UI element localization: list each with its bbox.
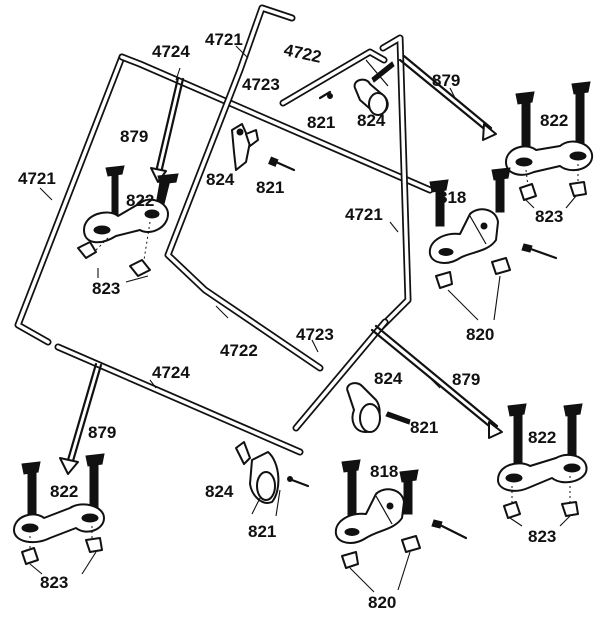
bracket-818-upper [428, 167, 558, 289]
label-824-upper-right: 824 [357, 111, 386, 130]
rod-879-upper-left [150, 76, 185, 183]
label-4722-middle: 4722 [220, 341, 258, 360]
label-824-lower-center: 824 [374, 369, 403, 388]
pulley-824-upper-right [353, 59, 389, 116]
label-4721-middle-top: 4721 [205, 30, 243, 49]
label-4721-right: 4721 [345, 205, 383, 224]
label-822-lower-left: 822 [50, 482, 78, 501]
hardware [231, 59, 411, 504]
bolt-821-lower-left [287, 476, 310, 488]
label-4721-left: 4721 [18, 169, 56, 188]
label-4724-top: 4724 [152, 42, 190, 61]
tube-4721-left [14, 53, 126, 346]
label-879-lower-left: 879 [88, 423, 116, 442]
clamp-lower-right [497, 403, 588, 519]
tube-4724-top [118, 53, 434, 194]
clamp-upper-left [77, 165, 179, 277]
bracket-818-lower [334, 459, 468, 569]
label-818-upper: 818 [438, 188, 466, 207]
pulley-824-lower-left [235, 441, 280, 504]
label-823-lower-left: 823 [40, 573, 68, 592]
tube-4721-right [376, 34, 412, 332]
clamp-upper-right [505, 81, 594, 201]
rod-879-lower-left [59, 362, 103, 475]
tube-4723-upper [279, 48, 388, 107]
tube-4724-lower [54, 343, 304, 456]
frame-tubes [14, 4, 434, 456]
label-822-upper-right: 822 [540, 111, 568, 130]
bolt-821-lower-center [385, 411, 411, 425]
label-821-upper-center: 821 [256, 178, 284, 197]
label-4723-lower: 4723 [296, 325, 334, 344]
label-823-lower-right: 823 [528, 527, 556, 546]
label-820-upper: 820 [466, 325, 494, 344]
clip-824-upper [231, 123, 259, 171]
label-822-upper-left: 822 [126, 191, 154, 210]
label-818-lower: 818 [370, 462, 398, 481]
label-821-lower-center: 821 [410, 418, 438, 437]
leader-lines [29, 45, 577, 593]
label-823-upper-left: 823 [92, 279, 120, 298]
label-823-upper-right: 823 [535, 207, 563, 226]
label-822-lower-right: 822 [528, 428, 556, 447]
label-4722-top: 4722 [282, 40, 323, 66]
rods-879 [59, 54, 503, 475]
label-4724-lower: 4724 [152, 363, 190, 382]
clamp-lower-left [13, 453, 105, 565]
rod-879-lower-right [370, 324, 503, 439]
pulley-824-lower-center [346, 382, 381, 433]
rod-879-upper-right [398, 54, 497, 141]
label-821-lower-left: 821 [248, 522, 276, 541]
label-879-upper-right: 879 [432, 71, 460, 90]
label-879-lower-right: 879 [452, 370, 480, 389]
tube-4723-lower [292, 318, 389, 432]
label-821-upper-right: 821 [307, 113, 335, 132]
label-879-upper-left: 879 [120, 127, 148, 146]
tube-4721-middle [164, 4, 324, 372]
label-820-lower: 820 [368, 593, 396, 612]
label-4723-upper: 4723 [242, 75, 280, 94]
label-824-upper-center: 824 [206, 170, 235, 189]
bolt-821-upper-center [268, 156, 296, 172]
label-824-lower-left: 824 [205, 482, 234, 501]
bolt-821-upper-right [318, 61, 395, 100]
part-labels: 4721 4722 4724 4723 879 821 824 822 879 … [18, 30, 568, 612]
